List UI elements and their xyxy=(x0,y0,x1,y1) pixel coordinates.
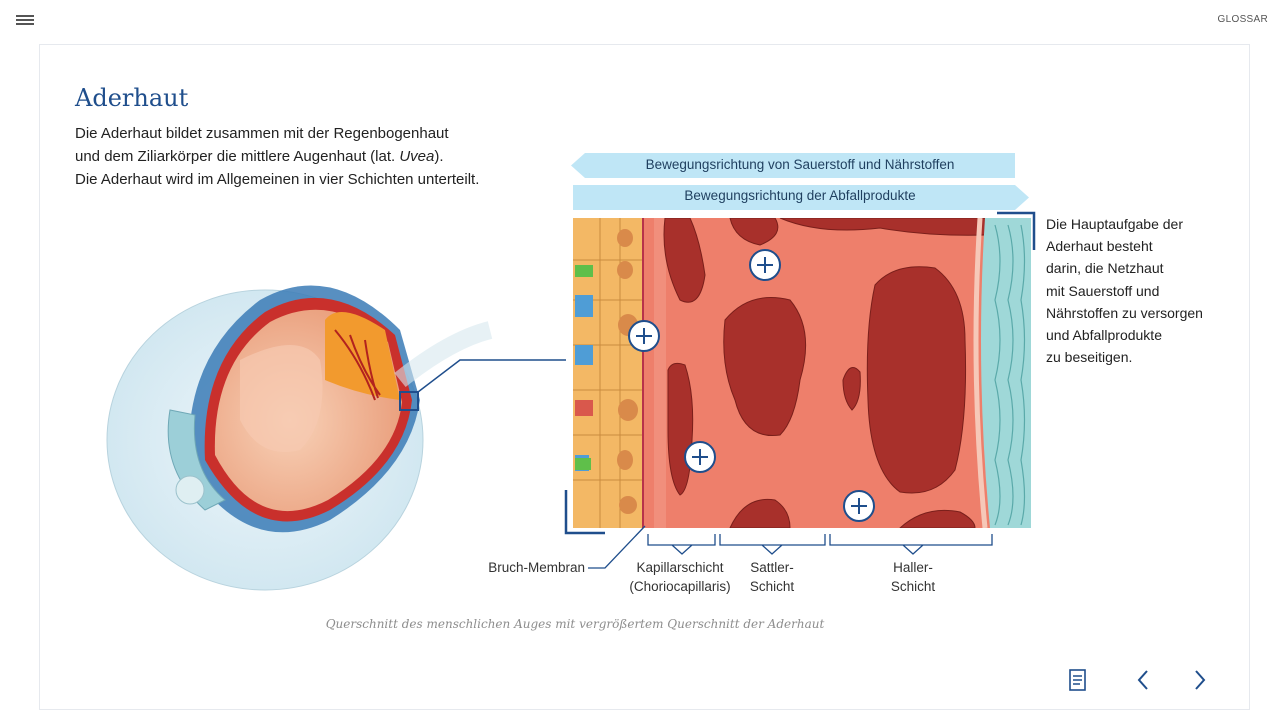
plus-button-1[interactable] xyxy=(749,249,781,281)
arrow-waste-label: Bewegungsrichtung der Abfallprodukte xyxy=(684,188,916,203)
zoom-marker xyxy=(399,391,419,411)
intro-line-3: Die Aderhaut wird im Allgemeinen in vier… xyxy=(75,171,480,188)
menu-icon[interactable] xyxy=(16,13,34,27)
intro-line-2: und dem Ziliarkörper die mittlere Augenh… xyxy=(75,148,444,165)
arrow-waste xyxy=(573,185,1029,210)
cross-section xyxy=(573,218,1031,528)
chevron-right-icon[interactable] xyxy=(1186,666,1214,696)
intro-text: Die Aderhaut bildet zusammen mit der Reg… xyxy=(75,122,545,191)
glossar-link[interactable]: GLOSSAR xyxy=(1217,14,1268,25)
page-title: Aderhaut xyxy=(75,84,189,112)
label-sattler-schicht: Sattler- Schicht xyxy=(749,560,795,594)
intro-line-1: Die Aderhaut bildet zusammen mit der Reg… xyxy=(75,125,449,142)
arrow-nutrients-label: Bewegungsrichtung von Sauerstoff und Näh… xyxy=(645,157,955,172)
plus-button-3[interactable] xyxy=(684,441,716,473)
zoom-connector xyxy=(417,359,566,393)
bracket-top-right xyxy=(997,211,1036,250)
figure-caption: Querschnitt des menschlichen Auges mit v… xyxy=(325,617,825,631)
arrow-nutrients xyxy=(571,153,1015,178)
side-description: Die Hauptaufgabe der Aderhaut besteht da… xyxy=(1046,216,1203,366)
eye-illustration xyxy=(106,285,566,591)
chevron-left-icon[interactable] xyxy=(1130,666,1158,696)
layer-brackets xyxy=(588,525,993,569)
plus-button-2[interactable] xyxy=(628,320,660,352)
notes-icon[interactable] xyxy=(1064,666,1092,696)
plus-button-4[interactable] xyxy=(843,490,875,522)
label-haller-schicht: Haller- Schicht xyxy=(890,560,936,594)
label-kapillarschicht: Kapillarschicht (Choriocapillaris) xyxy=(629,560,731,594)
bracket-bottom-left xyxy=(564,490,605,535)
label-bruch-membran: Bruch-Membran xyxy=(488,560,585,575)
